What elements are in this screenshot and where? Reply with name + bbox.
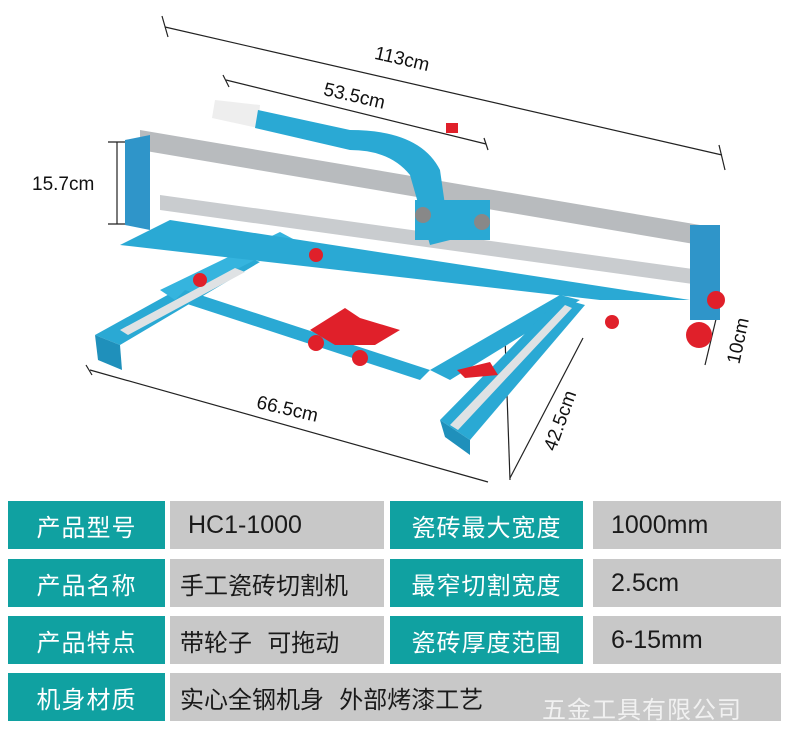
spec-value: 手工瓷砖切割机 [170,559,384,607]
spec-row: 产品名称 手工瓷砖切割机 最窄切割宽度 2.5cm [0,559,790,607]
watermark: 五金工具有限公司 [542,696,742,724]
spec-key: 瓷砖厚度范围 [390,616,583,664]
spec-value: HC1-1000 [170,501,384,549]
spec-key: 机身材质 [8,673,165,721]
spec-value: 带轮子 可拖动 [170,616,384,664]
tile-cutter-illustration [85,15,726,483]
spec-key: 最窄切割宽度 [390,559,583,607]
dimension-height: 15.7cm [32,174,95,195]
product-image: 113cm 53.5cm 15.7cm 66.5cm 42.5cm 10cm [32,15,754,483]
spec-key: 产品型号 [8,501,165,549]
spec-value: 1000mm [593,501,781,549]
spec-row: 产品特点 带轮子 可拖动 瓷砖厚度范围 6-15mm [0,616,790,664]
spec-key: 产品特点 [8,616,165,664]
spec-value: 6-15mm [593,616,781,664]
spec-key: 瓷砖最大宽度 [390,501,583,549]
spec-value: 2.5cm [593,559,781,607]
spec-key: 产品名称 [8,559,165,607]
spec-row: 机身材质 实心全钢机身 外部烤漆工艺 [0,673,790,721]
spec-value: 实心全钢机身 外部烤漆工艺 [170,673,781,721]
spec-row: 产品型号 HC1-1000 瓷砖最大宽度 1000mm [0,501,790,549]
